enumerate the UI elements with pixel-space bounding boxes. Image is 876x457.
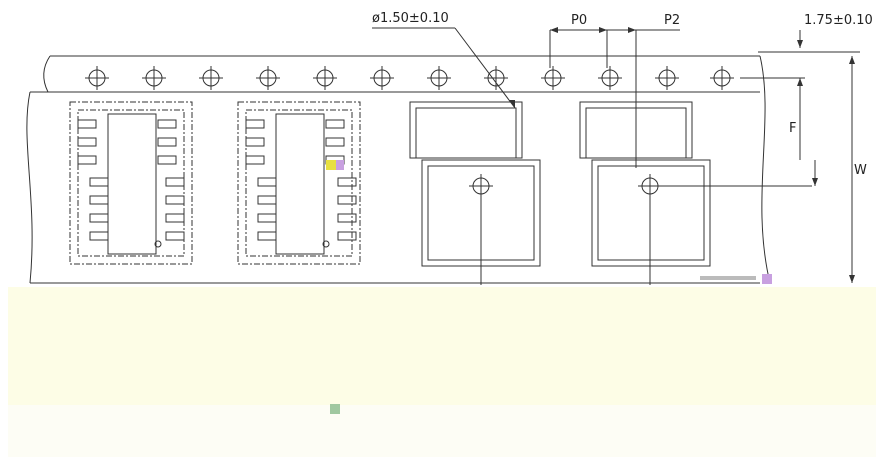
tape-outline [26, 51, 860, 284]
sprocket-hole [370, 66, 394, 90]
pocket-empty-1 [409, 101, 541, 285]
sprocket-hole [199, 66, 223, 90]
sprocket-hole [85, 66, 109, 90]
edge-distance-label: 1.75±0.10 [804, 13, 873, 28]
lower-band [8, 287, 876, 405]
scan-artifacts [330, 274, 772, 414]
hole-diameter-label: ø1.50±0.10 [372, 11, 449, 26]
sprocket-hole [655, 66, 679, 90]
dim-f-label: F [789, 121, 796, 136]
sprocket-hole [313, 66, 337, 90]
ic-leads-left [245, 119, 277, 241]
pocket-component-2 [237, 101, 361, 265]
lower-band-bottom [8, 405, 876, 457]
sprocket-hole [598, 66, 622, 90]
ic-leads-right [157, 119, 185, 241]
pocket-empty-2 [579, 101, 812, 285]
sprocket-holes [85, 66, 734, 90]
dimension-arrows [509, 27, 855, 283]
sprocket-hole [541, 66, 565, 90]
pitch-p2-label: P2 [664, 13, 680, 28]
sprocket-hole [710, 66, 734, 90]
pitch-p0-label: P0 [571, 13, 587, 28]
pocket-component-1 [69, 101, 193, 265]
dimension-lines [372, 27, 853, 283]
sprocket-hole [484, 66, 508, 90]
sprocket-hole [256, 66, 280, 90]
ic-leads-left [77, 119, 109, 241]
sprocket-hole [142, 66, 166, 90]
ic-leads-right [325, 119, 357, 241]
dim-w-label: W [854, 163, 867, 178]
sprocket-hole [427, 66, 451, 90]
